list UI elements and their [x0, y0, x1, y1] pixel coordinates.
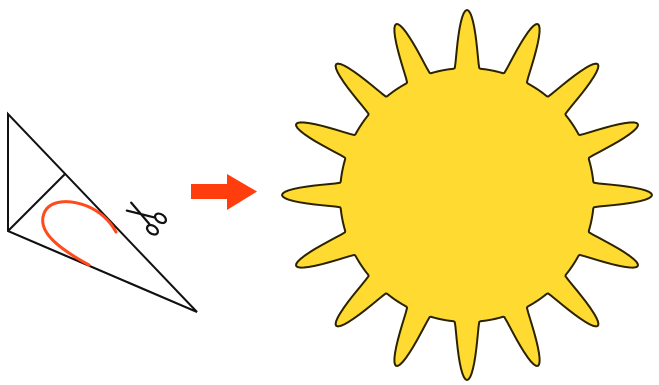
cut-flower-shape	[282, 10, 652, 380]
folded-paper	[8, 114, 197, 312]
scissors-icon	[123, 196, 168, 236]
folded-triangle	[8, 114, 197, 312]
arrow-right-icon	[191, 174, 257, 210]
flower-outline	[282, 10, 652, 380]
